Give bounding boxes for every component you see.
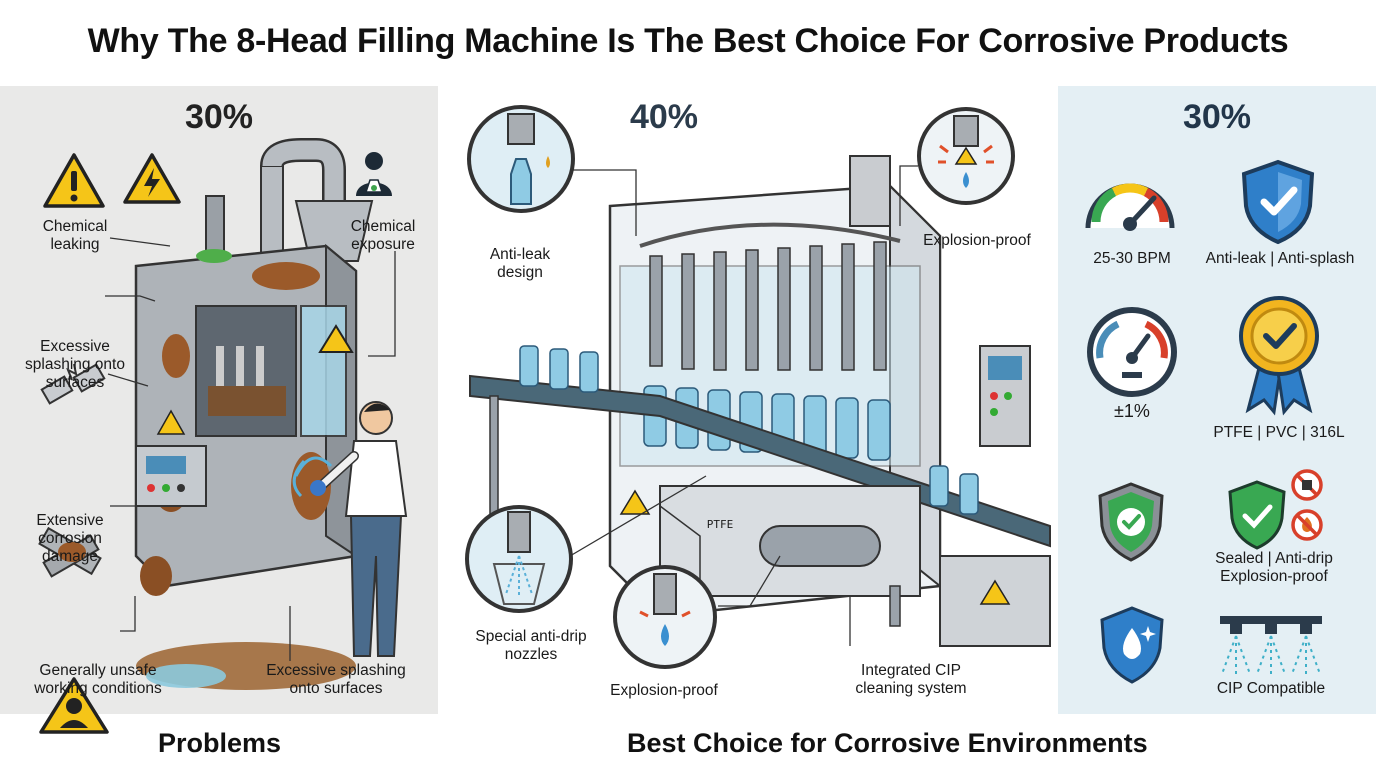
label-anti-leak-design: Anti-leak design: [489, 246, 551, 281]
accuracy-gauge-icon: [1087, 307, 1177, 397]
problems-percent: 30%: [184, 98, 254, 136]
label-explosion-proof-bottom: Explosion-proof: [610, 682, 718, 699]
label-unsafe-conditions: Generally unsafe working conditions: [34, 662, 162, 697]
speedometer-icon: [1085, 183, 1175, 231]
label-explosion-proof-top: Explosion-proof: [923, 232, 1031, 249]
footer-best-choice: Best Choice for Corrosive Environments: [627, 728, 1148, 758]
warning-triangle-icon: [43, 153, 105, 208]
rusted-machine-illustration: [134, 138, 408, 690]
worker-warning-icon: [39, 677, 109, 734]
footer-problems: Problems: [158, 728, 282, 758]
label-sealed-anti-drip: Sealed | Anti-drip Explosion-proof: [1215, 550, 1333, 585]
lightning-warning-icon: [123, 153, 181, 204]
label-anti-leak-splash: Anti-leak | Anti-splash: [1205, 250, 1355, 267]
solution-percent: 40%: [629, 98, 699, 136]
label-integrated-cip: Integrated CIP cleaning system: [855, 662, 967, 697]
label-accuracy: ±1%: [1114, 401, 1150, 421]
explosion-proof-top-callout-icon: [917, 107, 1015, 205]
explosion-proof-bottom-callout-icon: [613, 565, 717, 669]
no-spill-icon: [1291, 469, 1323, 501]
label-cip-compatible: CIP Compatible: [1216, 680, 1326, 697]
filling-machine-illustration: [469, 155, 1051, 647]
label-anti-drip-nozzles: Special anti-drip nozzles: [475, 628, 587, 663]
label-excessive-splashing-left: Excessive splashing onto surfaces: [25, 338, 125, 391]
sealed-shield-icon: [1228, 480, 1286, 550]
mid-connector-lines: [569, 165, 918, 646]
label-excessive-splashing-bottom: Excessive splashing onto surfaces: [266, 662, 406, 697]
label-chemical-exposure: Chemical exposure: [350, 218, 416, 253]
ptfe-plate-text: PTFE: [706, 518, 734, 531]
spray-nozzle-icon: [1220, 616, 1322, 675]
problems-panel: 30%: [0, 86, 438, 734]
anti-leak-nozzle-callout-icon: [467, 105, 575, 213]
solution-panel: 40%: [450, 86, 1051, 714]
features-percent: 30%: [1182, 98, 1252, 136]
broken-pipe-icon: [40, 363, 106, 405]
label-materials: PTFE | PVC | 316L: [1213, 424, 1345, 441]
label-chemical-leaking: Chemical leaking: [42, 218, 108, 253]
worker-hazard-icon: [356, 152, 392, 196]
label-extensive-corrosion: Extensive corrosion damage: [36, 512, 104, 565]
left-connector-lines: [105, 237, 396, 661]
green-shield-icon: [1098, 482, 1164, 562]
features-panel: 30%: [1058, 86, 1376, 714]
anti-drip-nozzle-callout-icon: [465, 505, 573, 613]
page-title: Why The 8-Head Filling Machine Is The Be…: [87, 22, 1289, 60]
label-speed: 25-30 BPM: [1093, 250, 1171, 267]
checkmark-shield-icon: [1241, 159, 1315, 245]
corroded-pipe-icon: [38, 526, 102, 578]
droplet-shield-icon: [1100, 606, 1164, 684]
gold-medal-icon: [1239, 296, 1319, 416]
no-fire-icon: [1291, 509, 1323, 541]
